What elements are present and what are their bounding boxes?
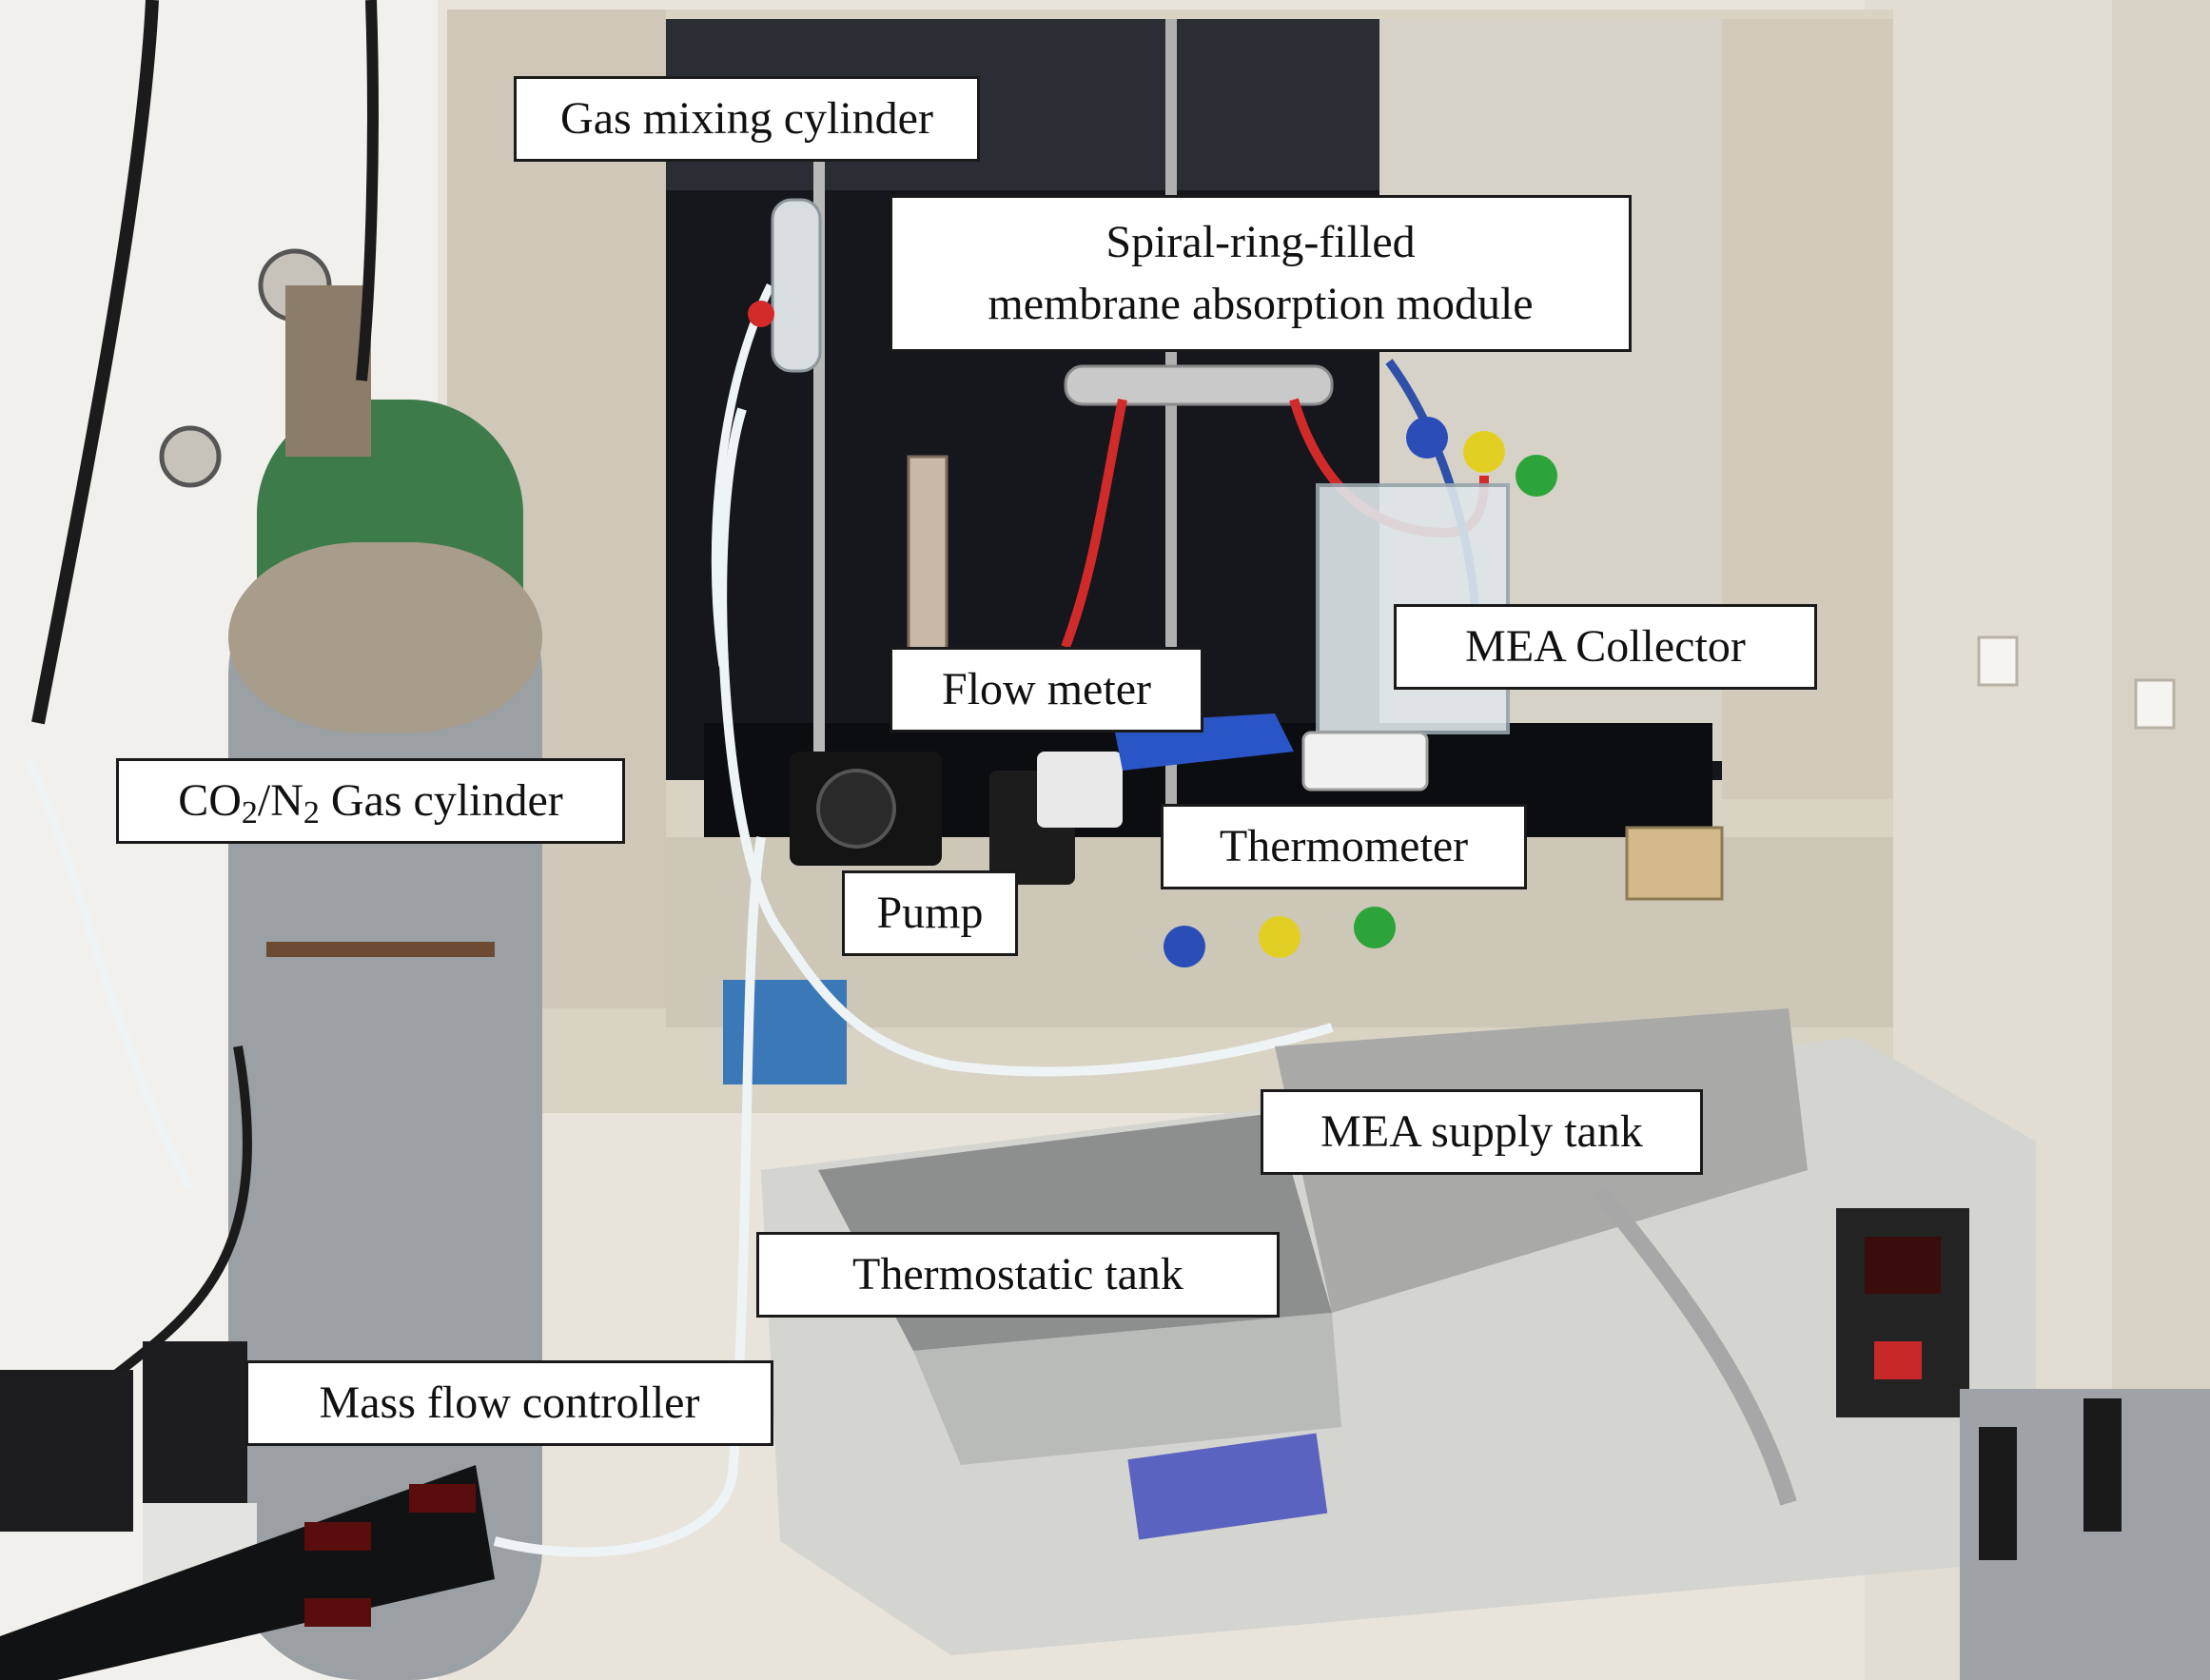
label-mass-flow-controller: Mass flow controller [245, 1360, 773, 1446]
label-spiral-line-2: membrane absorption module [988, 278, 1534, 329]
label-flow-meter: Flow meter [890, 647, 1203, 733]
label-gas-cylinder-text: CO2/N2 Gas cylinder [178, 774, 563, 830]
label-thermometer: Thermometer [1161, 804, 1527, 889]
label-thermostatic-tank: Thermostatic tank [756, 1232, 1280, 1318]
label-mea-supply-tank: MEA supply tank [1261, 1089, 1703, 1175]
label-mea-collector: MEA Collector [1394, 604, 1817, 690]
label-spiral-line-1: Spiral-ring-filled [1105, 216, 1416, 267]
label-gas-mixing-cylinder: Gas mixing cylinder [514, 76, 980, 162]
label-gas-cylinder: CO2/N2 Gas cylinder [116, 758, 625, 844]
label-pump: Pump [842, 870, 1018, 956]
label-spiral-membrane-module: Spiral-ring-filled membrane absorption m… [890, 195, 1632, 352]
